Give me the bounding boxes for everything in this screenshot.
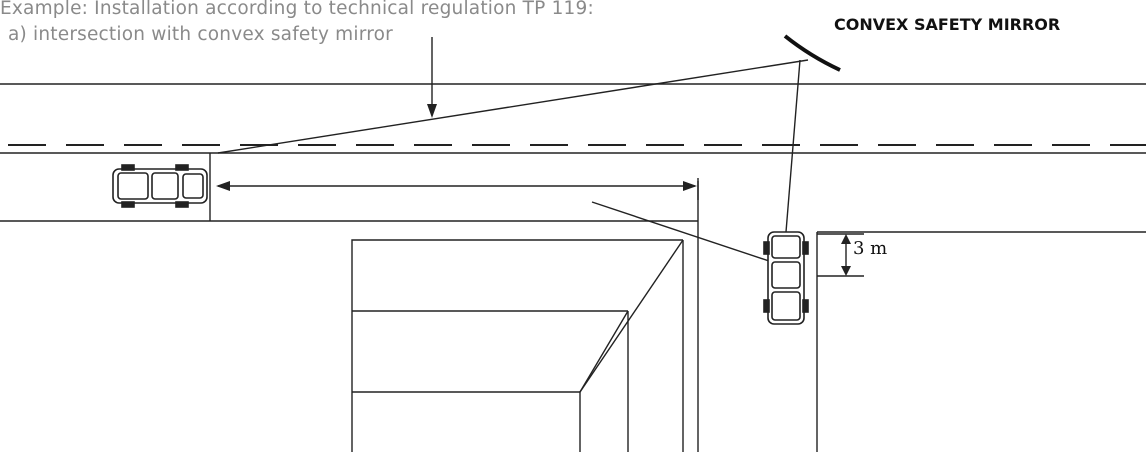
- mirror-label: CONVEX SAFETY MIRROR: [834, 15, 1061, 34]
- building-diagonal-inner: [579, 310, 629, 393]
- car-horizontal-icon: [112, 164, 208, 208]
- arrowhead-left: [216, 181, 230, 191]
- arrowhead-pointer: [427, 104, 437, 118]
- diagram-title: Example: Installation according to techn…: [0, 0, 594, 19]
- diagram-subtitle: a) intersection with convex safety mirro…: [8, 24, 393, 45]
- arrowhead-right: [683, 181, 697, 191]
- dim-arrow-up: [841, 234, 851, 244]
- distance-3m-label: 3 m: [853, 238, 888, 259]
- building-outer: [351, 239, 683, 452]
- sight-line-corner: [591, 201, 785, 267]
- car-vertical-icon: [763, 231, 809, 325]
- building-diagonal-outer: [579, 239, 684, 393]
- dim-arrow-down: [841, 266, 851, 276]
- sight-line-car-to-mirror: [217, 59, 809, 154]
- convex-mirror-icon: [783, 34, 841, 72]
